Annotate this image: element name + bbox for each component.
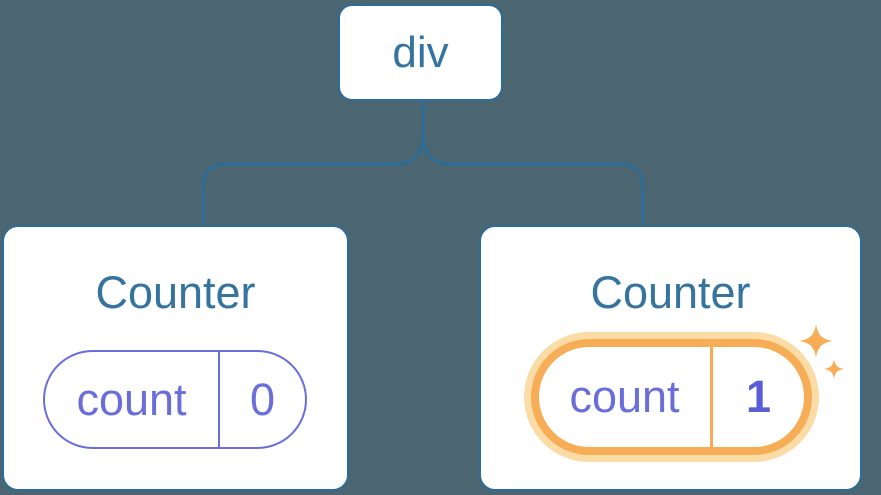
component-title: Counter [95,267,256,318]
root-node-div: div [338,4,503,101]
counter-card-left: Counter count 0 [2,225,349,491]
connector-left-branch [201,101,425,227]
pill-divider [218,352,220,447]
state-value: 0 [249,373,276,425]
sparkle-icon-small [824,359,844,379]
pill-divider [710,347,713,447]
state-pill-glow: count 1 [524,332,819,462]
state-value: 1 [745,371,772,422]
counter-card-right: Counter count 1 [479,225,862,491]
root-node-label: div [392,27,449,77]
state-pill-highlighted: count 1 [531,339,812,455]
state-key-label: count [76,373,187,425]
component-title: Counter [590,267,751,318]
state-key-label: count [569,371,680,422]
connector-right-branch [421,101,645,227]
state-pill: count 0 [43,350,307,449]
sparkle-icon-large [799,324,833,358]
